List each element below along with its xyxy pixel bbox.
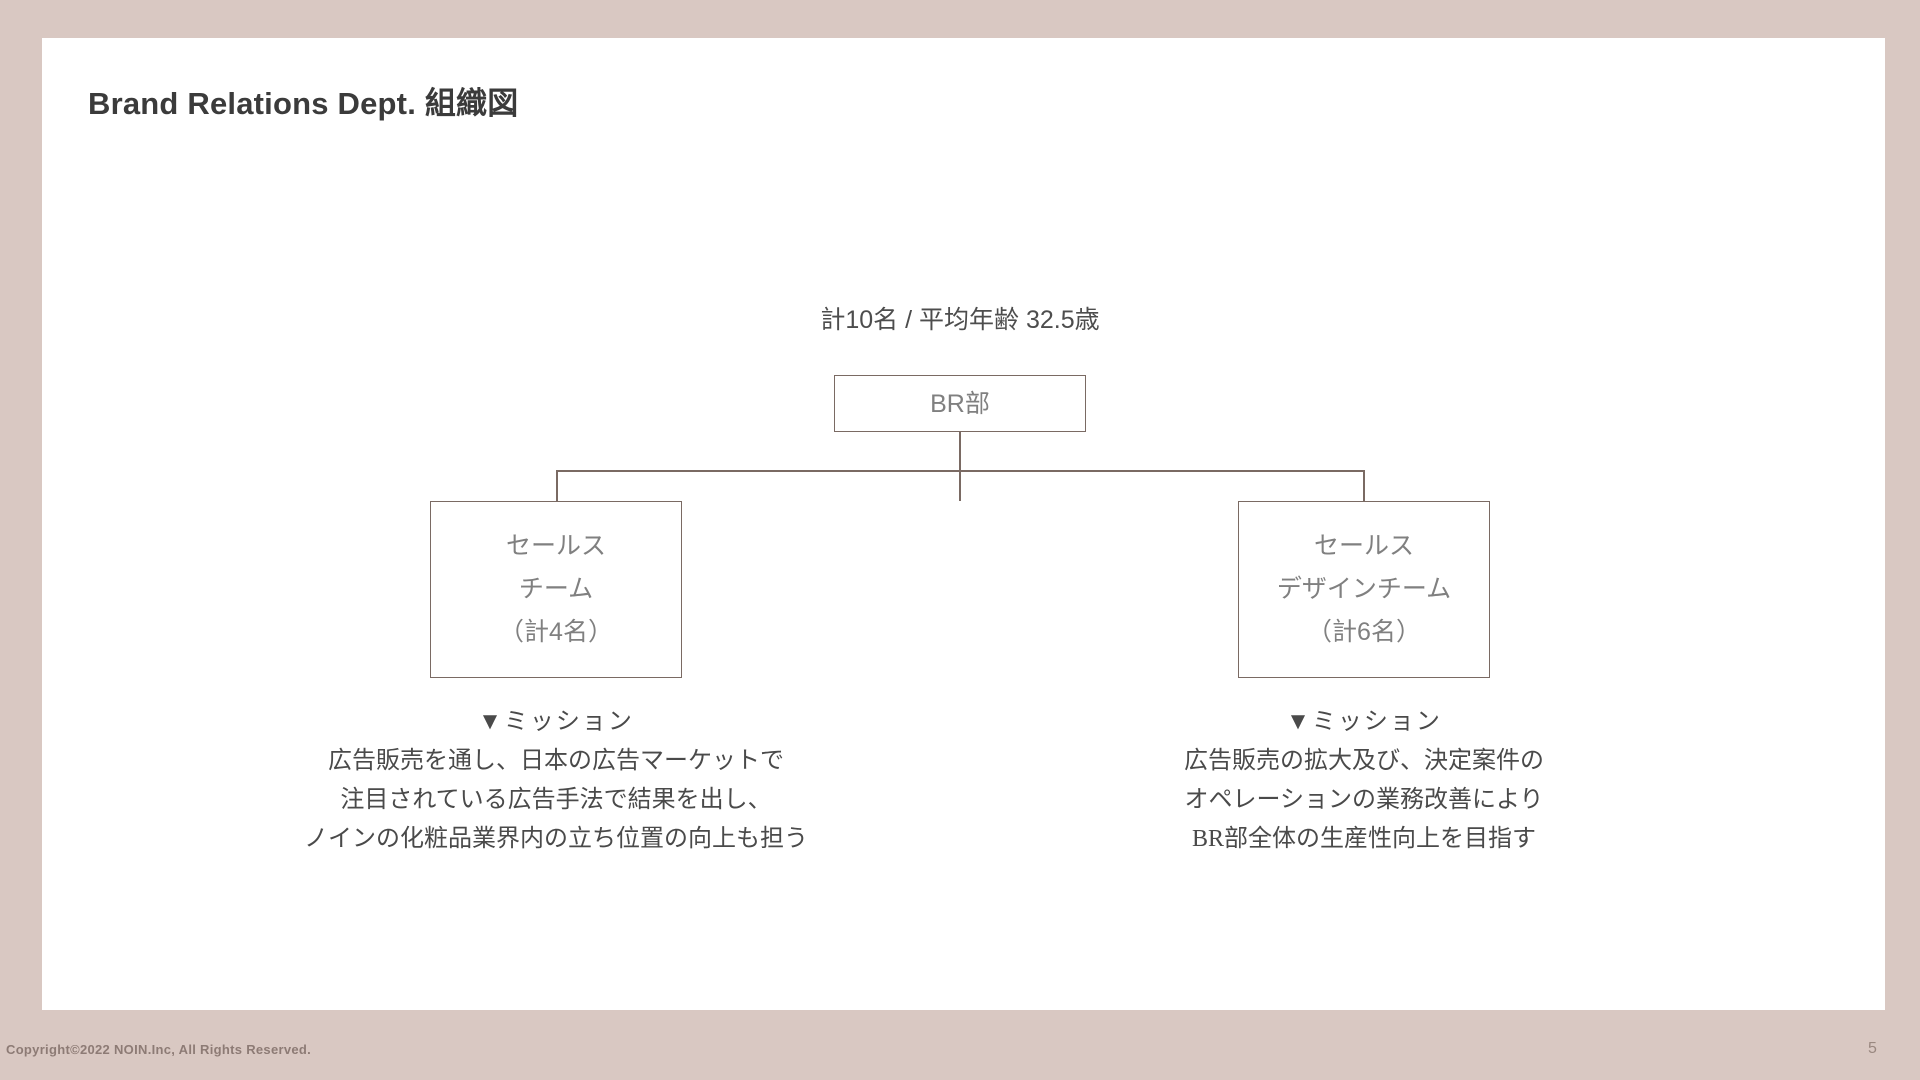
org-node-sales-line-2: チーム bbox=[518, 575, 594, 603]
mission-design-line-1: 広告販売の拡大及び、決定案件の bbox=[1184, 747, 1544, 774]
mission-design-line-2: オペレーションの業務改善により bbox=[1184, 786, 1544, 813]
connector-root-vertical bbox=[959, 432, 961, 501]
org-node-sales-design-team[interactable]: セールス デザインチーム （計6名） bbox=[1238, 501, 1490, 678]
slide-card bbox=[42, 38, 1885, 1010]
org-node-root[interactable]: BR部 bbox=[834, 375, 1086, 432]
org-chart-summary: 計10名 / 平均年齢 32.5歳 bbox=[820, 306, 1100, 334]
mission-sales-team: ▼ミッション 広告販売を通し、日本の広告マーケットで 注目されている広告手法で結… bbox=[236, 703, 876, 859]
org-node-design-line-2: デザインチーム bbox=[1276, 575, 1452, 603]
mission-sales-heading: ▼ミッション bbox=[478, 709, 634, 735]
org-node-sales-line-3: （計4名） bbox=[499, 618, 613, 646]
mission-sales-line-1: 広告販売を通し、日本の広告マーケットで bbox=[328, 747, 784, 774]
connector-horizontal-bar bbox=[556, 470, 1364, 472]
mission-sales-line-2: 注目されている広告手法で結果を出し、 bbox=[340, 786, 772, 813]
org-node-sales-line-1: セールス bbox=[505, 532, 606, 560]
org-node-root-label: BR部 bbox=[930, 389, 990, 418]
mission-design-heading: ▼ミッション bbox=[1286, 709, 1442, 735]
mission-sales-design-team: ▼ミッション 広告販売の拡大及び、決定案件の オペレーションの業務改善により B… bbox=[1120, 703, 1608, 859]
org-node-design-line-3: （計6名） bbox=[1307, 618, 1421, 646]
connector-left-vertical bbox=[556, 470, 558, 501]
mission-sales-line-3: ノインの化粧品業界内の立ち位置の向上も担う bbox=[304, 825, 808, 852]
footer-copyright: Copyright©2022 NOIN.Inc, All Rights Rese… bbox=[6, 1042, 312, 1057]
mission-design-line-3: BR部全体の生産性向上を目指す bbox=[1191, 825, 1536, 852]
footer-page-number: 5 bbox=[1868, 1040, 1877, 1057]
connector-right-vertical bbox=[1363, 470, 1365, 501]
page-title: Brand Relations Dept. 組織図 bbox=[88, 86, 519, 121]
org-node-design-line-1: セールス bbox=[1313, 532, 1414, 560]
org-node-sales-team[interactable]: セールス チーム （計4名） bbox=[430, 501, 682, 678]
